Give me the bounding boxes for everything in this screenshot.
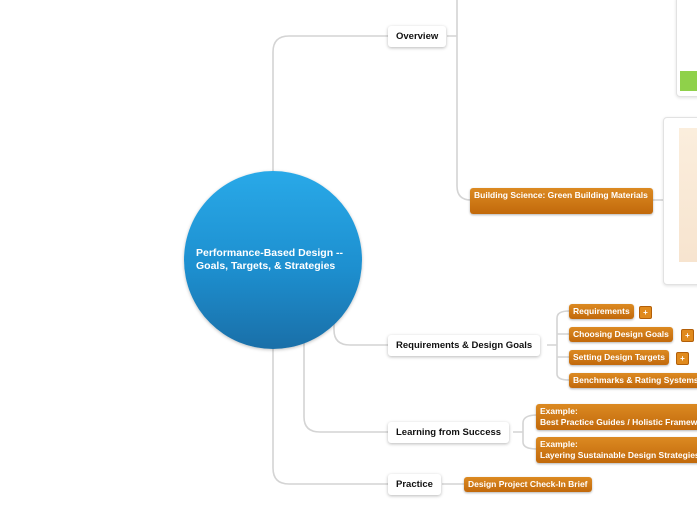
topic-practice[interactable]: Practice [388,474,441,495]
example1-title: Best Practice Guides / Holistic Framewor… [540,417,697,427]
overview-image-strip [680,71,697,91]
materials-image-card[interactable] [663,117,697,285]
subtopic-requirements[interactable]: Requirements [569,304,634,319]
subtopic-green-building-materials-label: Building Science: Green Building Materia… [474,190,648,200]
expand-requirements-icon[interactable]: + [639,306,652,319]
subtopic-check-in-brief[interactable]: Design Project Check-In Brief [464,477,592,492]
expand-choosing-goals-icon[interactable]: + [681,329,694,342]
subtopic-setting-targets-label: Setting Design Targets [573,352,665,362]
topic-practice-label: Practice [396,479,433,490]
materials-image [679,128,697,262]
subtopic-example-layering[interactable]: Example: Layering Sustainable Design Str… [536,437,697,463]
central-topic-label: Performance-Based Design -- Goals, Targe… [196,247,344,272]
subtopic-benchmarks-label: Benchmarks & Rating Systems [573,375,697,385]
subtopic-choosing-design-goals[interactable]: Choosing Design Goals [569,327,673,342]
subtopic-check-in-label: Design Project Check-In Brief [468,479,588,489]
example2-title: Layering Sustainable Design Strategies [540,450,697,460]
subtopic-green-building-materials[interactable]: Building Science: Green Building Materia… [470,188,653,214]
topic-requirements-label: Requirements & Design Goals [396,340,533,351]
topic-overview-label: Overview [396,31,439,42]
topic-learning-label: Learning from Success [396,427,502,438]
topic-requirements-design-goals[interactable]: Requirements & Design Goals [388,335,541,356]
expand-setting-targets-icon[interactable]: + [676,352,689,365]
topic-learning-from-success[interactable]: Learning from Success [388,422,510,443]
subtopic-choosing-goals-label: Choosing Design Goals [573,329,669,339]
example2-prefix: Example: [540,439,578,449]
topic-overview[interactable]: Overview [388,26,447,47]
example1-prefix: Example: [540,406,578,416]
subtopic-example-best-practice[interactable]: Example: Best Practice Guides / Holistic… [536,404,697,430]
subtopic-requirements-label: Requirements [573,306,630,316]
overview-image-card[interactable] [676,0,697,97]
subtopic-setting-design-targets[interactable]: Setting Design Targets [569,350,669,365]
subtopic-benchmarks[interactable]: Benchmarks & Rating Systems [569,373,697,388]
central-topic[interactable]: Performance-Based Design -- Goals, Targe… [184,171,362,349]
